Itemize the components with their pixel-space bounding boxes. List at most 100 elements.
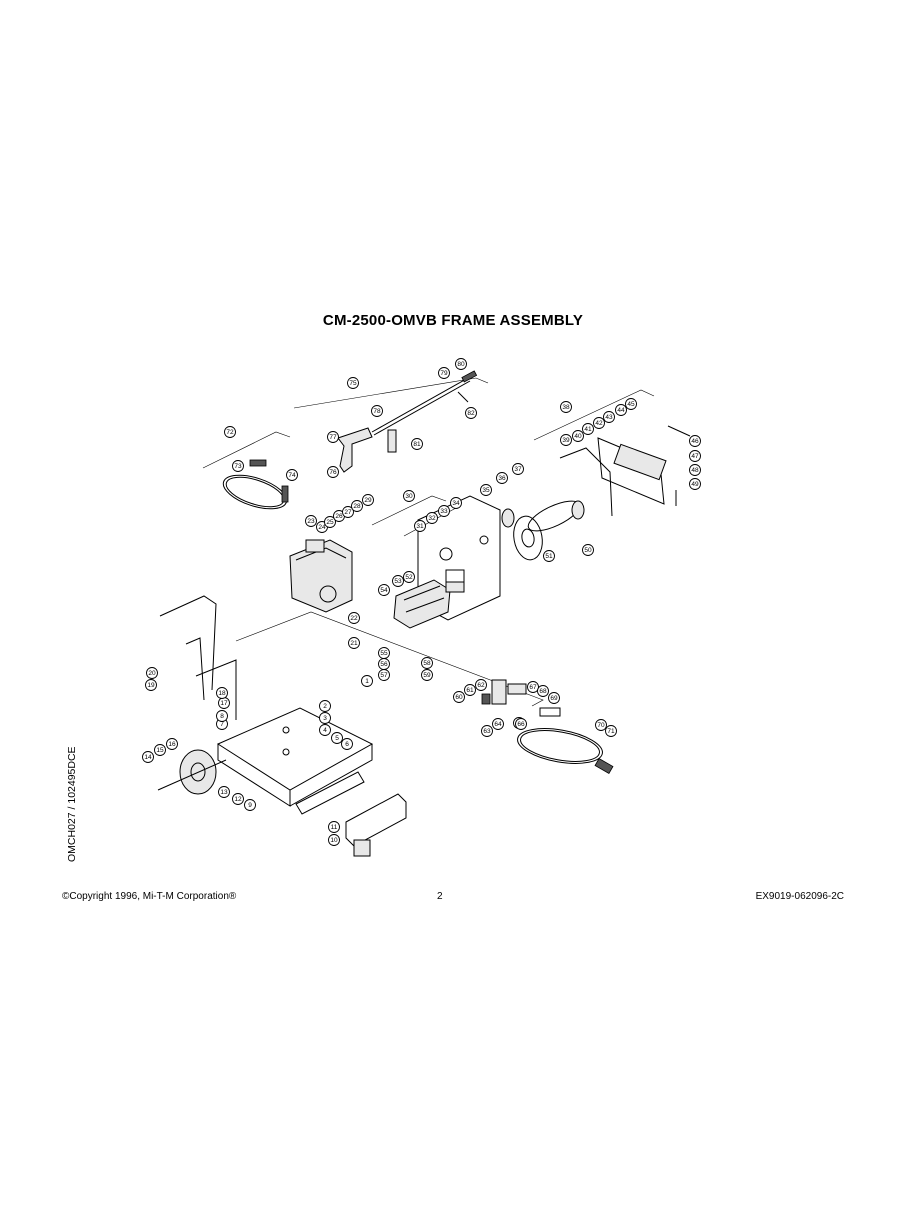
callout-55: 55 <box>378 647 390 659</box>
callout-15: 15 <box>154 744 166 756</box>
callout-61: 61 <box>464 684 476 696</box>
callout-label: 13 <box>220 789 228 796</box>
callout-17: 17 <box>218 697 230 709</box>
callout-label: 72 <box>226 429 234 436</box>
callout-6: 6 <box>341 738 353 750</box>
callout-54: 54 <box>378 584 390 596</box>
callout-label: 50 <box>584 547 592 554</box>
callout-label: 51 <box>545 553 553 560</box>
callout-71: 71 <box>605 725 617 737</box>
callout-44: 44 <box>615 404 627 416</box>
callout-label: 80 <box>457 361 465 368</box>
callout-82: 82 <box>465 407 477 419</box>
callout-31: 31 <box>414 520 426 532</box>
callout-13: 13 <box>218 786 230 798</box>
callout-47: 47 <box>689 450 701 462</box>
callout-label: 17 <box>220 700 228 707</box>
callout-62: 62 <box>475 679 487 691</box>
callout-2: 2 <box>319 700 331 712</box>
callout-label: 58 <box>423 660 431 667</box>
callout-45: 45 <box>625 398 637 410</box>
callout-72: 72 <box>224 426 236 438</box>
callout-14: 14 <box>142 751 154 763</box>
callout-64: 64 <box>492 718 504 730</box>
callout-label: 44 <box>617 407 625 414</box>
callout-label: 62 <box>477 682 485 689</box>
callout-22: 22 <box>348 612 360 624</box>
callout-label: 14 <box>144 754 152 761</box>
callout-label: 1 <box>365 678 369 685</box>
pump <box>393 579 465 629</box>
callout-label: 7 <box>220 721 224 728</box>
callout-label: 68 <box>539 688 547 695</box>
callout-layer: 1234567891011121314151617181920212223242… <box>142 358 701 846</box>
callout-20: 20 <box>146 667 158 679</box>
pulley-belt-assembly <box>501 500 585 561</box>
callout-49: 49 <box>689 478 701 490</box>
footer-page-number: 2 <box>437 891 443 902</box>
callout-33: 33 <box>438 505 450 517</box>
callout-75: 75 <box>347 377 359 389</box>
callout-58: 58 <box>421 657 433 669</box>
callout-label: 35 <box>482 487 490 494</box>
callout-label: 4 <box>323 727 327 734</box>
assembly-brackets <box>202 377 655 707</box>
callout-32: 32 <box>426 512 438 524</box>
callout-57: 57 <box>378 669 390 681</box>
callout-label: 33 <box>440 508 448 515</box>
callout-label: 55 <box>380 650 388 657</box>
page-title: CM-2500-OMVB FRAME ASSEMBLY <box>322 312 584 329</box>
callout-19: 19 <box>145 679 157 691</box>
callout-label: 67 <box>529 684 537 691</box>
callout-label: 43 <box>605 414 613 421</box>
callout-46: 46 <box>689 435 701 447</box>
callout-59: 59 <box>421 669 433 681</box>
callout-label: 49 <box>691 481 699 488</box>
callout-label: 60 <box>455 694 463 701</box>
callout-label: 46 <box>691 438 699 445</box>
callout-label: 24 <box>318 524 326 531</box>
callout-21: 21 <box>348 637 360 649</box>
callout-73: 73 <box>232 460 244 472</box>
callout-38: 38 <box>560 401 572 413</box>
engine <box>289 539 353 613</box>
callout-label: 20 <box>148 670 156 677</box>
callout-label: 30 <box>405 493 413 500</box>
callout-34: 34 <box>450 497 462 509</box>
callout-80: 80 <box>455 358 467 370</box>
callout-label: 11 <box>331 824 338 831</box>
foot-bracket <box>345 793 407 857</box>
callout-69: 69 <box>548 692 560 704</box>
callout-37: 37 <box>512 463 524 475</box>
footer-doc-code: EX9019-062096-2C <box>755 891 844 902</box>
callout-48: 48 <box>689 464 701 476</box>
callout-label: 5 <box>335 735 339 742</box>
callout-76: 76 <box>327 466 339 478</box>
callout-label: 19 <box>147 682 155 689</box>
callout-label: 26 <box>335 513 343 520</box>
callout-9: 9 <box>244 799 256 811</box>
callout-28: 28 <box>351 500 363 512</box>
footer-copyright: ©Copyright 1996, Mi-T-M Corporation® <box>62 891 237 902</box>
callout-30: 30 <box>403 490 415 502</box>
callout-81: 81 <box>411 438 423 450</box>
callout-label: 22 <box>350 615 358 622</box>
callout-label: 45 <box>627 401 635 408</box>
callout-50: 50 <box>582 544 594 556</box>
callout-label: 73 <box>234 463 242 470</box>
callout-label: 78 <box>373 408 381 415</box>
callout-70: 70 <box>595 719 607 731</box>
callout-label: 25 <box>326 519 334 526</box>
callout-label: 37 <box>514 466 522 473</box>
callout-74: 74 <box>286 469 298 481</box>
callout-label: 2 <box>323 703 327 710</box>
callout-label: 36 <box>498 475 506 482</box>
callout-78: 78 <box>371 405 383 417</box>
callout-label: 81 <box>413 441 421 448</box>
callout-label: 47 <box>691 453 699 460</box>
callout-label: 23 <box>307 518 315 525</box>
callout-label: 79 <box>440 370 448 377</box>
callout-label: 75 <box>349 380 357 387</box>
callout-label: 69 <box>550 695 558 702</box>
